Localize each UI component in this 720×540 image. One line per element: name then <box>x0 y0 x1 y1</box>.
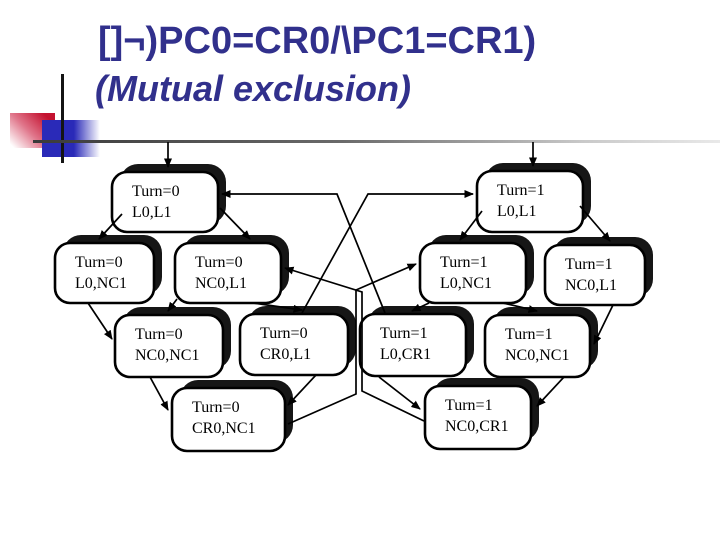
node-turn-label: Turn=1 <box>380 325 428 342</box>
state-node-t1-l0-l1: Turn=1L0,L1 <box>475 163 591 234</box>
node-turn-label: Turn=0 <box>192 399 240 416</box>
transition-arrow-t0-nc0-l1-to-t0-nc0-nc1 <box>167 298 178 312</box>
transition-arrow-t0-cr0-l1-to-t0-cr0-nc1 <box>287 374 317 406</box>
node-turn-label: Turn=1 <box>445 397 493 414</box>
node-state-label: CR0,L1 <box>260 346 311 363</box>
node-turn-label: Turn=1 <box>565 256 613 273</box>
transition-arrow-t1-nc0-l1-to-t1-nc0-nc1 <box>593 304 614 345</box>
slide-title-subtitle: (Mutual exclusion) <box>95 68 412 109</box>
accent-square-blue <box>42 120 100 157</box>
node-box <box>358 312 468 378</box>
state-node-t0-l0-l1: Turn=0L0,L1 <box>110 164 226 234</box>
transition-arrow-t1-l0-l1-to-t1-nc0-l1 <box>579 205 611 242</box>
node-box <box>483 313 592 379</box>
node-box <box>113 313 225 379</box>
node-state-label: CR0,NC1 <box>192 420 256 437</box>
node-box <box>53 241 156 305</box>
transition-arrow-t1-l0-cr1-to-t0-l0-l1 <box>221 190 386 314</box>
node-box <box>170 386 287 453</box>
node-state-label: L0,L1 <box>497 203 537 220</box>
state-nodes-layer: Turn=0L0,L1Turn=1L0,L1Turn=0L0,NC1Turn=0… <box>53 163 653 453</box>
node-state-label: NC0,CR1 <box>445 418 509 435</box>
node-box <box>418 241 528 305</box>
node-state-label: L0,L1 <box>132 204 172 221</box>
node-turn-label: Turn=0 <box>195 254 243 271</box>
transition-arrow-t1-nc0-cr1-to-t0-nc0-l1 <box>284 266 425 422</box>
node-box <box>543 243 647 307</box>
transition-arrow-t0-nc0-nc1-to-t0-cr0-nc1 <box>149 376 169 411</box>
node-state-label: NC0,L1 <box>195 275 247 292</box>
node-turn-label: Turn=0 <box>75 254 123 271</box>
transition-arrow-t1-nc0-nc1-to-t1-nc0-cr1 <box>536 376 565 407</box>
node-state-label: L0,NC1 <box>75 275 127 292</box>
state-node-t1-l0-nc1: Turn=1L0,NC1 <box>418 235 534 305</box>
node-turn-label: Turn=1 <box>505 326 553 343</box>
transition-arrow-t0-cr0-l1-to-t1-l0-l1 <box>301 190 474 314</box>
transition-arrow-t0-l0-l1-to-t0-l0-nc1 <box>98 213 123 240</box>
transition-arrow-t0-cr0-nc1-to-t1-l0-nc1 <box>287 263 417 425</box>
transition-arrow-t0-l0-l1-to-t0-nc0-l1 <box>219 207 251 240</box>
node-state-label: NC0,NC1 <box>505 347 569 364</box>
transition-arrow-t1-l0-nc1-to-t1-l0-cr1 <box>411 302 430 312</box>
transition-arrow-t1-l0-nc1-to-t1-nc0-nc1 <box>502 302 538 313</box>
accent-vertical-line <box>61 74 64 163</box>
node-state-label: NC0,L1 <box>565 277 617 294</box>
node-box <box>423 384 533 451</box>
state-node-t0-l0-nc1: Turn=0L0,NC1 <box>53 235 162 305</box>
node-box <box>238 312 350 377</box>
node-turn-label: Turn=1 <box>497 182 545 199</box>
node-box <box>173 241 283 305</box>
transition-arrows-layer <box>87 142 614 425</box>
title-rule-line <box>33 140 720 143</box>
slide-title-formula: []¬)PC0=CR0/\PC1=CR1) <box>98 20 537 62</box>
state-node-t1-l0-cr1: Turn=1L0,CR1 <box>358 306 474 378</box>
node-state-label: NC0,NC1 <box>135 347 199 364</box>
node-turn-label: Turn=0 <box>260 325 308 342</box>
node-turn-label: Turn=1 <box>440 254 488 271</box>
node-state-label: L0,NC1 <box>440 275 492 292</box>
transition-arrow-t0-nc0-l1-to-t0-cr0-l1 <box>252 302 303 313</box>
transition-arrow-t1-l0-l1-to-t1-l0-nc1 <box>459 210 483 241</box>
node-turn-label: Turn=0 <box>135 326 183 343</box>
transition-arrow-t0-l0-nc1-to-t0-nc0-nc1 <box>87 302 113 340</box>
node-turn-label: Turn=0 <box>132 183 180 200</box>
node-box <box>475 169 585 234</box>
node-state-label: L0,CR1 <box>380 346 431 363</box>
transition-arrow-t1-l0-cr1-to-t1-nc0-cr1 <box>378 376 421 410</box>
node-box <box>110 170 220 234</box>
